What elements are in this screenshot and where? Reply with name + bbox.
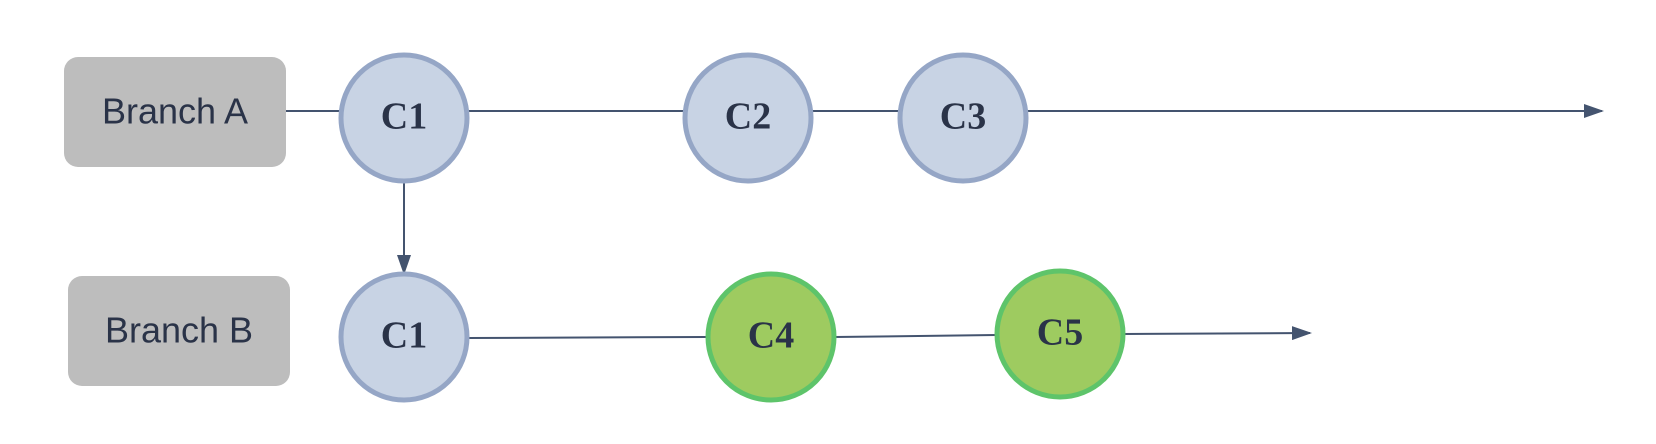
branch-b-label: Branch B [68, 276, 290, 386]
commit-label: C3 [940, 96, 986, 138]
commit-label: C2 [725, 96, 771, 138]
branch-a-label-text: Branch A [102, 91, 248, 132]
commit-label: C4 [748, 315, 794, 357]
commit-circle [705, 271, 837, 403]
commit-label: C1 [381, 96, 427, 138]
branch-b-line-c4-to-c5 [834, 334, 997, 338]
commit-circle [682, 52, 814, 184]
commit-node-b-c5: C5 [994, 268, 1126, 400]
commit-label: C1 [381, 315, 427, 357]
commit-label: C5 [1037, 312, 1083, 354]
commit-node-b-c4: C4 [705, 271, 837, 403]
commit-circle [994, 268, 1126, 400]
branch-b-label-text: Branch B [105, 310, 253, 351]
branch-a-label-box [64, 57, 286, 167]
branch-b-arrow [1123, 326, 1312, 341]
commit-circle [338, 52, 470, 184]
branch-a-label: Branch A [64, 57, 286, 167]
commit-node-a-c3: C3 [897, 52, 1029, 184]
commit-node-a-c1: C1 [338, 52, 470, 184]
commit-circle [897, 52, 1029, 184]
commit-node-a-c2: C2 [682, 52, 814, 184]
commit-circle [338, 271, 470, 403]
commit-node-b-c1: C1 [338, 271, 470, 403]
branch-b-line-c1-to-c4 [467, 336, 707, 339]
branch-b-label-box [68, 276, 290, 386]
